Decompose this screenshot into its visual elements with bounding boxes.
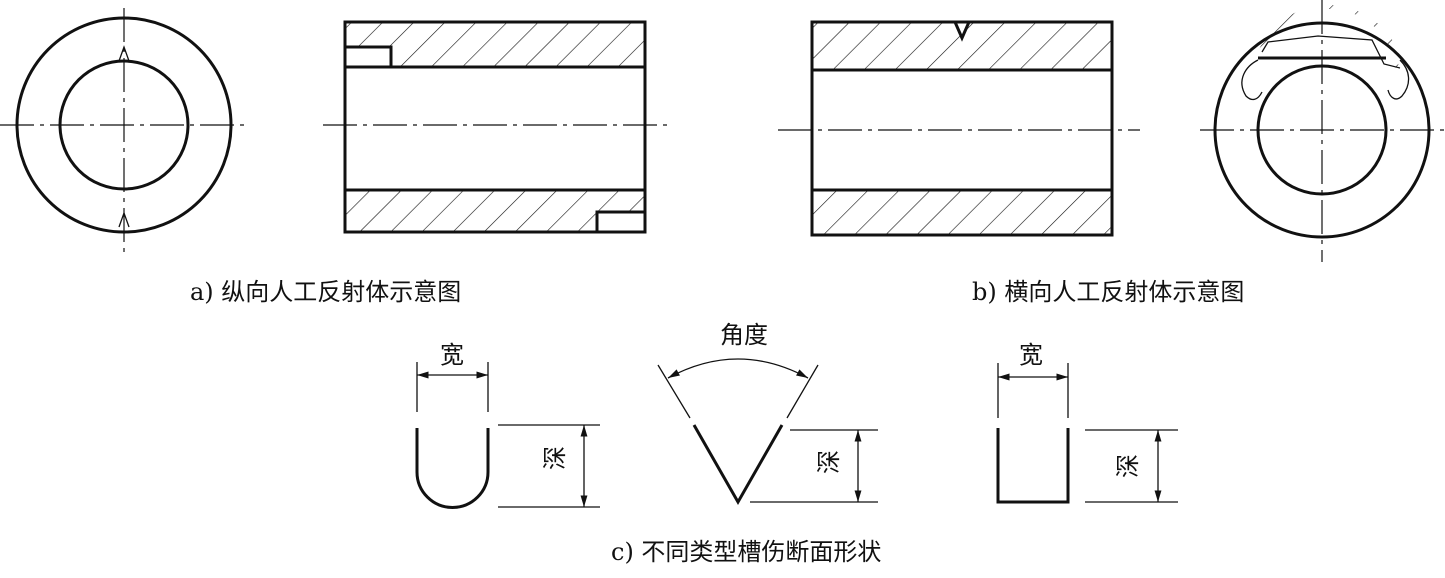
angle-dimension xyxy=(667,358,809,379)
width-label: 宽 xyxy=(1019,341,1043,369)
break-line-right xyxy=(1387,59,1410,100)
lower-wall-hatch xyxy=(812,190,1112,235)
view-b-section xyxy=(778,20,1140,237)
angle-ext-left xyxy=(657,364,691,419)
view-a-end xyxy=(0,8,245,253)
u-profile xyxy=(415,428,490,509)
notch-outline-top xyxy=(345,45,393,67)
angle-label: 角度 xyxy=(720,321,768,349)
inner-circle xyxy=(58,59,190,191)
caption-b: b) 横向人工反射体示意图 xyxy=(972,278,1244,306)
notch-a-bottom xyxy=(597,212,645,232)
notch-a-top xyxy=(345,47,391,67)
tube-outline xyxy=(810,20,1114,237)
view-a-section xyxy=(323,20,668,234)
groove-u-shape: 宽 深 xyxy=(415,341,600,509)
view-b-end xyxy=(1200,0,1445,262)
v-notch-fill xyxy=(955,22,969,38)
caption-a: a) 纵向人工反射体示意图 xyxy=(190,278,461,306)
upper-wall-hatch xyxy=(345,22,645,67)
notch-mark-top xyxy=(118,45,130,62)
groove-v-shape: 角度 深 xyxy=(657,321,878,506)
notch-mark-bottom xyxy=(118,211,130,228)
outer-circle xyxy=(15,16,233,234)
depth-label: 深 xyxy=(541,446,569,470)
v-profile xyxy=(692,424,784,506)
outer-circle xyxy=(1213,21,1431,239)
notch-profile xyxy=(1261,35,1401,69)
upper-wall-hatch xyxy=(812,22,1112,70)
rect-profile xyxy=(996,428,1070,504)
angle-ext-right xyxy=(786,364,819,419)
depth-label: 深 xyxy=(1114,454,1142,478)
depth-label: 深 xyxy=(815,450,843,474)
break-line-left xyxy=(1241,59,1263,101)
caption-c: c) 不同类型槽伤断面形状 xyxy=(611,538,881,566)
tube-outline xyxy=(343,20,647,234)
width-label: 宽 xyxy=(440,341,464,369)
notch-outline-bottom xyxy=(595,210,645,232)
v-notch-outline xyxy=(953,21,971,42)
groove-rect-shape: 宽 深 xyxy=(996,341,1178,504)
lower-wall-hatch xyxy=(345,190,645,232)
inner-circle xyxy=(1256,64,1388,196)
